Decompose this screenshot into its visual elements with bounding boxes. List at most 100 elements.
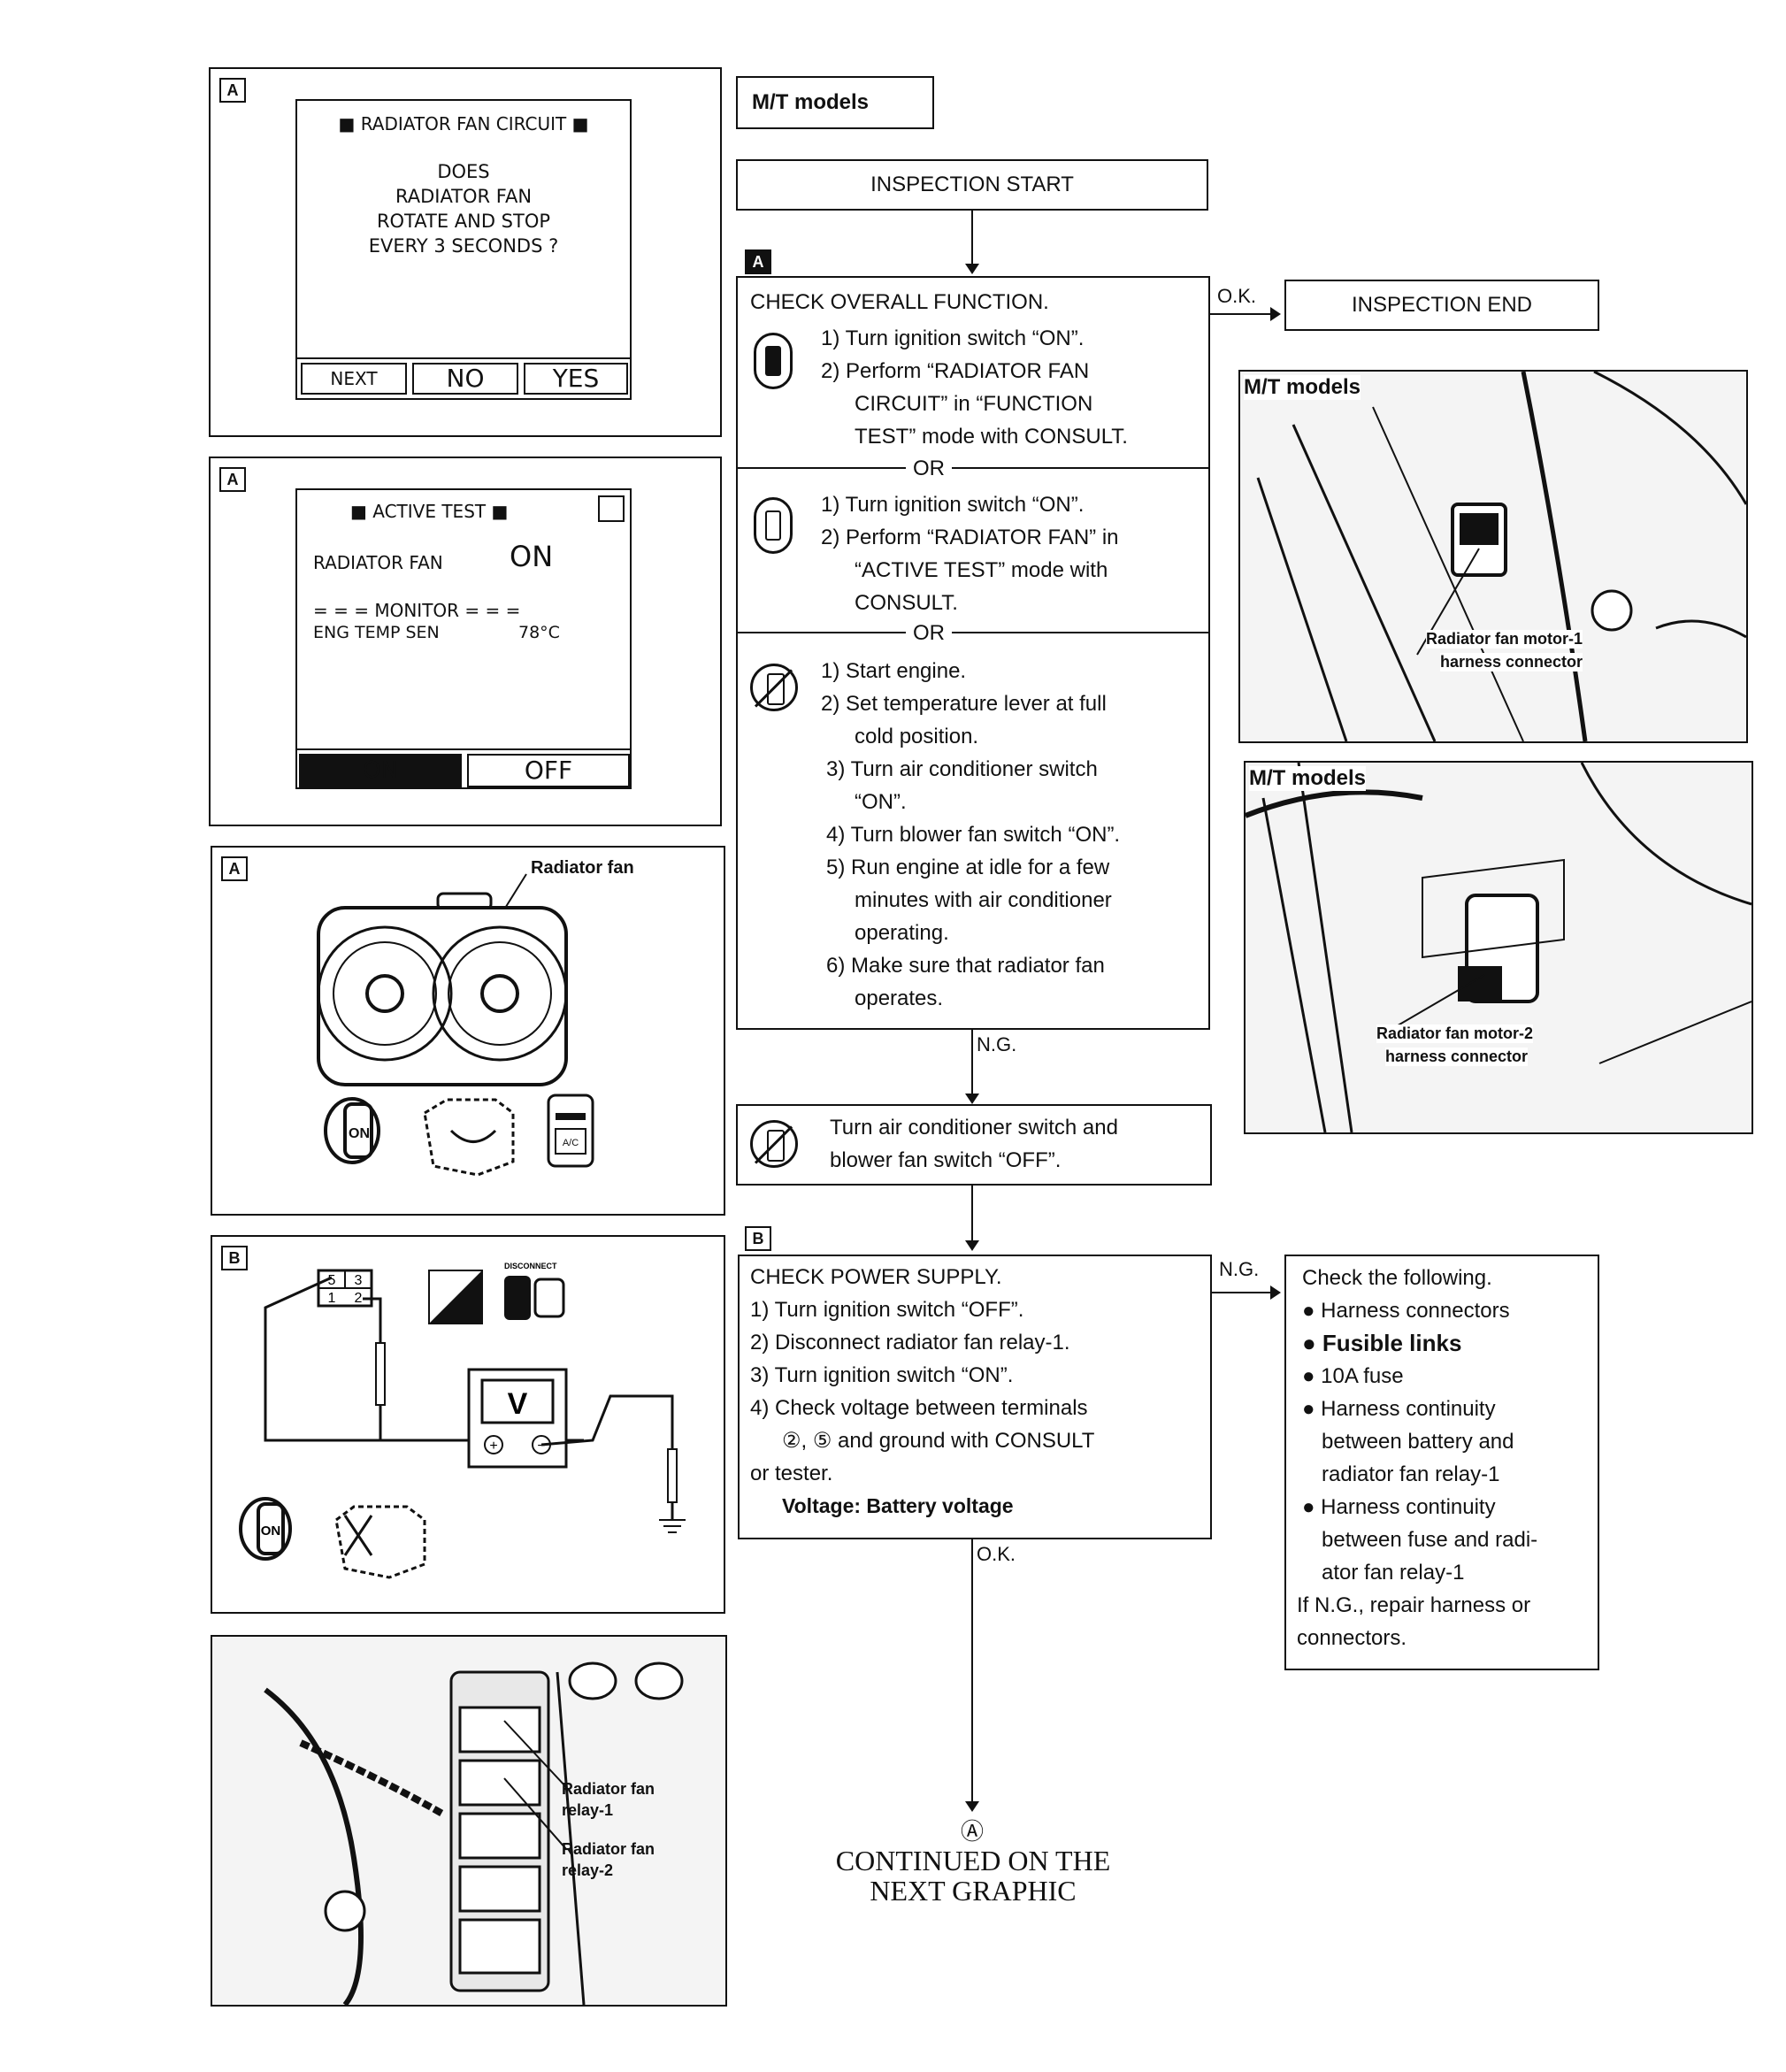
- flow-arrow-line: [971, 211, 973, 267]
- motor2-connector-photo: M/T models Radiator fan motor-2 harness …: [1244, 761, 1753, 1134]
- item-value: ON: [510, 540, 554, 573]
- svg-text:+: +: [489, 1439, 497, 1454]
- flow-arrow-head: [965, 1240, 979, 1251]
- voltmeter-icon: V + −: [467, 1368, 568, 1469]
- opt3-step5: 5) Run engine at idle for a few: [826, 856, 1110, 879]
- item-label: RADIATOR FAN: [313, 552, 443, 573]
- motor1-connector-drawing: [1256, 372, 1746, 741]
- ng-label: N.G.: [1219, 1258, 1260, 1280]
- ground-icon: [659, 1519, 686, 1533]
- check-power-supply-box: CHECK POWER SUPPLY. 1) Turn ignition swi…: [738, 1255, 1212, 1539]
- radiator-fan-illustration: ON A/C: [317, 873, 594, 1177]
- disconnect-label: DISCONNECT: [504, 1262, 557, 1270]
- opt2-step2-cont: “ACTIVE TEST” mode with: [855, 558, 1108, 582]
- svg-text:V: V: [508, 1387, 528, 1421]
- off-button[interactable]: OFF: [467, 754, 630, 787]
- step-badge-a: A: [219, 467, 246, 492]
- opt1-step1: 1) Turn ignition switch “ON”.: [821, 326, 1085, 350]
- opt3-step2-cont: cold position.: [855, 725, 979, 748]
- motor1-connector-photo: M/T models Radiator fan motor-1 harness …: [1238, 370, 1748, 743]
- opt3-step4: 4) Turn blower fan switch “ON”.: [826, 823, 1121, 847]
- turn-off-ac-box: Turn air conditioner switch and blower f…: [736, 1104, 1212, 1186]
- or-separator: OR: [906, 457, 952, 481]
- voltage-check-diagram: 5 3 1 2 V + − DISCONNECT: [239, 1262, 686, 1579]
- key-on-label: ON: [261, 1523, 281, 1539]
- engine-icon: [423, 1098, 515, 1177]
- turn-off-line1: Turn air conditioner switch and: [830, 1116, 1118, 1140]
- flow-arrow-line: [971, 1030, 973, 1099]
- monitor-divider: = = = MONITOR = = =: [313, 600, 521, 621]
- photo-header: M/T models: [1244, 375, 1361, 400]
- step-badge-b: B: [221, 1246, 248, 1270]
- continued-marker: Ⓐ: [961, 1819, 985, 1846]
- flow-arrow-line: [1210, 313, 1274, 315]
- ac-switch-icon: A/C: [547, 1094, 594, 1168]
- photo-header: M/T models: [1249, 766, 1367, 791]
- inspection-end-box: INSPECTION END: [1284, 280, 1599, 331]
- svg-text:2: 2: [355, 1291, 363, 1306]
- checkbox-icon[interactable]: [598, 495, 625, 522]
- flow-arrow-line: [971, 1186, 973, 1244]
- opt1-step2: 2) Perform “RADIATOR FAN: [821, 359, 1090, 383]
- opt3-step6-cont: operates.: [855, 986, 944, 1010]
- screen-question: DOES RADIATOR FAN ROTATE AND STOP EVERY …: [368, 161, 559, 257]
- step-badge-b: B: [745, 1226, 771, 1251]
- relay-connector-icon: 5 3 1 2: [317, 1269, 373, 1308]
- flow-arrow-head: [965, 1094, 979, 1104]
- opt1-step2-cont: TEST” mode with CONSULT.: [855, 425, 1128, 449]
- disconnect-icon: DISCONNECT: [504, 1262, 565, 1320]
- consult-icon: [754, 497, 793, 554]
- panel-radiator-fan: A Radiator fan ON A/C: [211, 846, 725, 1216]
- relay-2-label: Radiator fan relay-2: [562, 1840, 655, 1879]
- relay-location-drawing: [264, 1661, 684, 2005]
- ok-label: O.K.: [977, 1543, 1016, 1565]
- flow-arrow-head: [1270, 1285, 1281, 1300]
- on-button[interactable]: ON: [299, 754, 462, 787]
- flow-arrow-head: [965, 264, 979, 274]
- opt3-step3-cont: “ON”.: [855, 790, 907, 814]
- continued-text: CONTINUED ON THE NEXT GRAPHIC: [835, 1845, 1111, 1907]
- opt2-step1: 1) Turn ignition switch “ON”.: [821, 493, 1085, 517]
- ignition-key-icon: ON: [324, 1097, 380, 1164]
- key-on-label: ON: [349, 1126, 370, 1141]
- flow-arrow-line: [1212, 1292, 1274, 1293]
- opt3-step6: 6) Make sure that radiator fan: [826, 954, 1105, 978]
- check-function-title: CHECK OVERALL FUNCTION.: [750, 290, 1049, 314]
- ac-label: A/C: [563, 1138, 579, 1148]
- opt2-step2: 2) Perform “RADIATOR FAN” in: [821, 526, 1119, 549]
- step-badge-a: A: [745, 249, 771, 274]
- opt3-step2: 2) Set temperature lever at full: [821, 692, 1107, 716]
- relay-location-photo: Radiator fan relay-1 Radiator fan relay-…: [211, 1635, 727, 2007]
- check-following-box: Check the following. ● Harness connector…: [1284, 1255, 1599, 1670]
- mt-models-label: M/T models: [736, 76, 934, 129]
- no-button[interactable]: NO: [412, 363, 518, 395]
- panel-active-test: A ■ ACTIVE TEST ■ RADIATOR FAN ON = = = …: [209, 457, 722, 826]
- motor1-label: Radiator fan motor-1: [1426, 630, 1583, 648]
- ng-label: N.G.: [977, 1033, 1017, 1055]
- step-badge-a: A: [219, 78, 246, 103]
- opt3-step5-cont: operating.: [855, 921, 949, 945]
- yes-button[interactable]: YES: [524, 363, 628, 395]
- flow-arrow-head: [965, 1801, 979, 1812]
- relay-1-label: Radiator fan relay-1: [562, 1780, 655, 1819]
- step-badge-a: A: [221, 856, 248, 881]
- next-button[interactable]: NEXT: [301, 363, 407, 395]
- motor2-connector-drawing: [1246, 763, 1752, 1132]
- motor2-label: Radiator fan motor-2: [1376, 1024, 1534, 1043]
- motor2-label-cont: harness connector: [1385, 1048, 1529, 1066]
- svg-text:5: 5: [328, 1273, 336, 1288]
- svg-text:1: 1: [328, 1291, 336, 1306]
- power-supply-title: CHECK POWER SUPPLY.: [750, 1265, 1002, 1289]
- check-overall-function-box: CHECK OVERALL FUNCTION. 1) Turn ignition…: [736, 276, 1210, 1030]
- opt3-step1: 1) Start engine.: [821, 659, 967, 683]
- consult-screen-active-test: ■ ACTIVE TEST ■ RADIATOR FAN ON = = = MO…: [295, 488, 632, 789]
- or-separator: OR: [906, 621, 952, 646]
- turn-off-line2: blower fan switch “OFF”.: [830, 1148, 1062, 1172]
- panel-function-test: A ■ RADIATOR FAN CIRCUIT ■ DOES RADIATOR…: [209, 67, 722, 437]
- consult-icon: [754, 333, 793, 389]
- consult-screen-function-test: ■ RADIATOR FAN CIRCUIT ■ DOES RADIATOR F…: [295, 99, 632, 400]
- no-consult-icon: [750, 664, 798, 711]
- svg-text:−: −: [537, 1439, 545, 1454]
- radiator-fan-label: Radiator fan: [531, 858, 634, 878]
- opt2-step2-cont: CONSULT.: [855, 591, 958, 615]
